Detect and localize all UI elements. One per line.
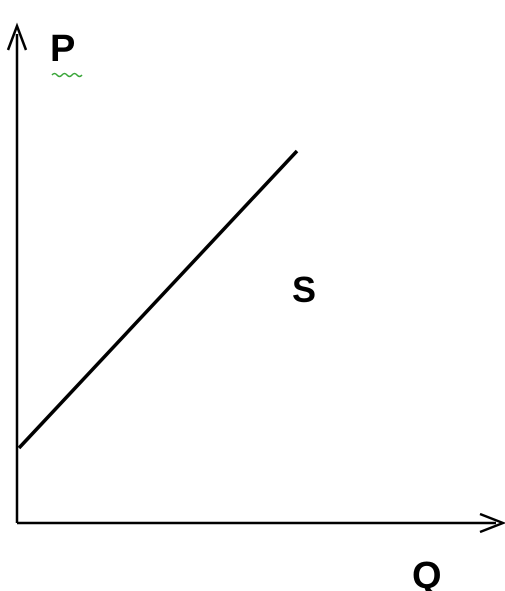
supply-curve-label: S xyxy=(292,269,316,310)
x-axis-label: Q xyxy=(412,555,442,591)
spellcheck-underline xyxy=(51,72,83,78)
y-axis-arrowhead xyxy=(6,22,28,51)
supply-curve xyxy=(17,149,299,450)
x-axis-arrowhead xyxy=(479,512,505,534)
y-axis-label: P xyxy=(50,28,75,70)
